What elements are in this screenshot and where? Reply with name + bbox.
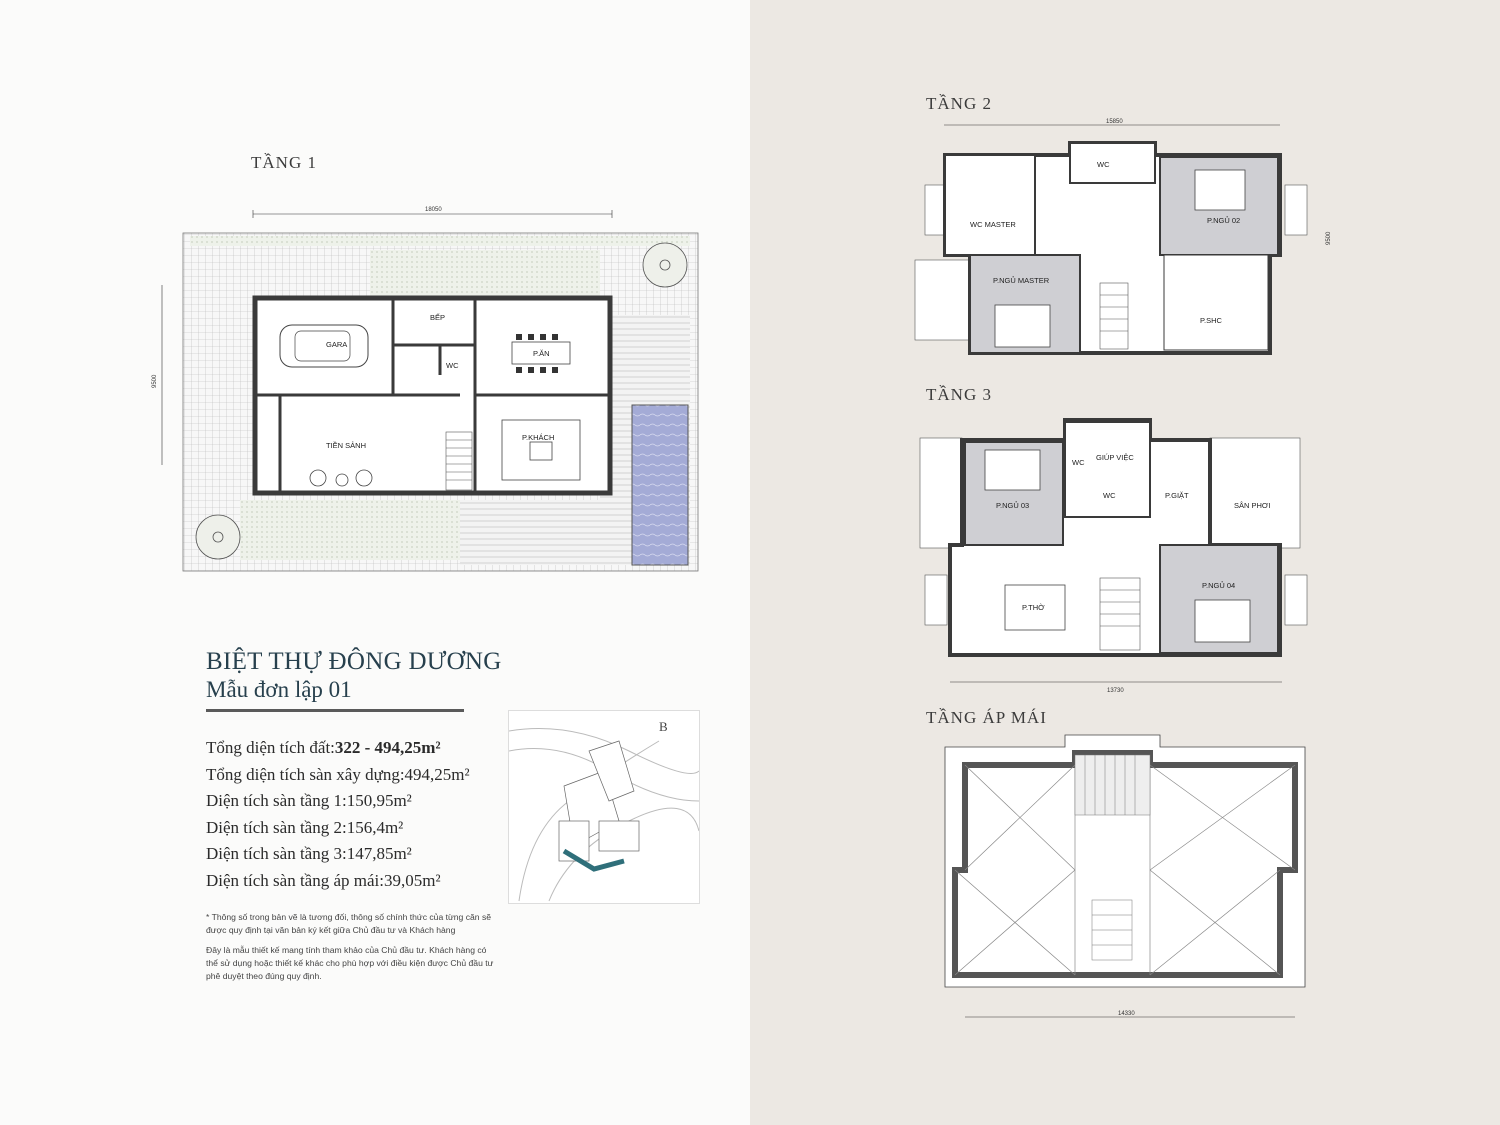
floor-2-label: TẦNG 2 — [926, 94, 992, 113]
spec-item: Tổng diện tích đất: 322 - 494,25m² — [206, 738, 441, 757]
room-label-p-shc: P.SHC — [1200, 316, 1223, 325]
spec-item: Diện tích sàn tầng 1: 150,95m² — [206, 791, 412, 810]
room-label-bep: BẾP — [430, 312, 445, 322]
room-label-san-phoi: SÂN PHƠI — [1234, 501, 1270, 510]
room-label-tien-sanh: TIỀN SẢNH — [326, 440, 366, 450]
right-page: TẦNG 2 15850 9500 WC MASTER WC P.NGỦ 02 … — [750, 0, 1500, 1125]
spec-item: Diện tích sàn tầng 3: 147,85m² — [206, 844, 412, 863]
room-label-p-khach: P.KHÁCH — [522, 433, 554, 442]
room-label-wc-master: WC MASTER — [970, 220, 1016, 229]
project-subtitle: Mẫu đơn lập 01 — [206, 677, 352, 702]
site-map: B — [508, 710, 700, 904]
room-label-wc: WC — [446, 361, 459, 370]
room-label-gara: GARA — [326, 340, 347, 349]
floor-2-plan: 15850 9500 WC MASTER WC P.NGỦ 02 P.NGỦ M… — [910, 115, 1340, 365]
spec-item: Diện tích sàn tầng 2: 156,4m² — [206, 817, 404, 837]
floor-1-dim-side: 9500 — [152, 374, 158, 388]
room-label-giup-viec: GIÚP VIỆC — [1096, 453, 1134, 462]
north-label: B — [659, 719, 668, 734]
room-label-p-ngu-03: P.NGỦ 03 — [996, 501, 1029, 510]
notes: * Thông số trong bản vẽ là tương đối, th… — [206, 911, 496, 990]
room-label-p-an: P.ĂN — [533, 349, 550, 358]
floor-3-dim-bottom: 13730 — [1107, 688, 1124, 694]
room-label-wc: WC — [1072, 458, 1085, 467]
spec-item: Diện tích sàn tầng áp mái: 39,05m² — [206, 870, 441, 890]
room-label-p-ngu-04: P.NGỦ 04 — [1202, 581, 1235, 590]
room-label-p-giat: P.GIẶT — [1165, 491, 1189, 500]
spec-list: Tổng diện tích đất: 322 - 494,25m² Tổng … — [206, 735, 470, 894]
floor-1-dim-top: 18050 — [425, 207, 442, 213]
room-label-p-ngu-02: P.NGỦ 02 — [1207, 216, 1240, 225]
room-label-wc: WC — [1097, 160, 1110, 169]
floor-roof-label: TẦNG ÁP MÁI — [926, 708, 1047, 727]
spec-item: Tổng diện tích sàn xây dựng: 494,25m² — [206, 764, 470, 784]
room-label-wc-2: WC — [1103, 491, 1116, 500]
roof-plan: 14330 9500 — [910, 725, 1340, 1025]
left-page: TẦNG 1 — [150, 153, 710, 990]
floor-3-label: TẦNG 3 — [926, 385, 992, 404]
title-divider — [206, 709, 464, 712]
floor-3-plan: 13730 9500 WC GIÚP VIỆC WC P.NGỦ 03 P.GI… — [910, 410, 1340, 695]
floor-2-dim-side: 9500 — [1326, 231, 1332, 245]
roof-dim-side: 9500 — [910, 861, 912, 875]
floor-2-dim-top: 15850 — [1106, 119, 1123, 125]
note-disclaimer: * Thông số trong bản vẽ là tương đối, th… — [206, 912, 492, 935]
floor-1-plan: 18050 9500 — [150, 200, 710, 580]
project-title: BIỆT THỰ ĐÔNG DƯƠNG — [206, 648, 502, 675]
room-label-p-ngu-master: P.NGỦ MASTER — [993, 276, 1050, 285]
roof-dim-bottom: 14330 — [1118, 1011, 1135, 1017]
room-label-p-tho: P.THỜ — [1022, 603, 1045, 612]
floor-1-label: TẦNG 1 — [251, 153, 317, 172]
note-reference: Đây là mẫu thiết kế mang tính tham khảo … — [206, 945, 494, 981]
